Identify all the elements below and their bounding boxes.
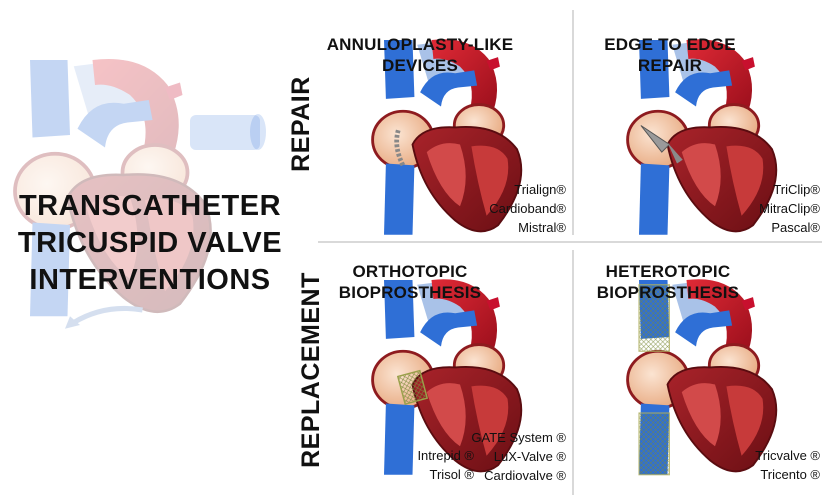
device-item: LuX-Valve ®	[493, 449, 566, 464]
device-list-edge: TriClip® MitraClip® Pascal®	[710, 180, 820, 237]
clip-device	[640, 125, 671, 153]
heart-heterotopic	[626, 277, 778, 477]
device-list-orthotopic: GATE System ® LuX-Valve ® Cardiovalve ®	[460, 428, 566, 485]
device-item: Tricento ®	[760, 467, 820, 482]
main-title-line-1: TRANSCATHETER	[18, 190, 282, 222]
heart-edge-to-edge	[626, 37, 778, 237]
section-label-replacement: REPLACEMENT	[297, 272, 325, 468]
device-item: TriClip®	[773, 182, 820, 197]
device-list-annuloplasty: Trialign® Cardioband® Mistral®	[460, 180, 566, 237]
device-item: Cardioband®	[489, 201, 566, 216]
heart-annuloplasty	[371, 37, 523, 237]
device-item: Cardiovalve ®	[484, 468, 566, 483]
panel-title-annuloplasty: ANNULOPLASTY-LIKE DEVICES	[320, 34, 520, 76]
main-title-line-2: TRICUSPID VALVE	[17, 227, 283, 259]
panel-title-edge-line-1: EDGE TO EDGE	[604, 35, 736, 54]
panel-title-heterotopic: HETEROTOPIC BIOPROSTHESIS	[593, 261, 743, 303]
heterotopic-valve-lower	[638, 412, 670, 476]
panel-title-annuloplasty-line-2: DEVICES	[381, 56, 459, 75]
panel-title-edge-line-2: REPAIR	[637, 56, 703, 75]
orthotopic-valve	[396, 369, 429, 405]
heart-orthotopic	[371, 277, 523, 477]
background-heart	[13, 57, 213, 329]
background-vessel	[190, 115, 260, 150]
device-item: Trialign®	[514, 182, 566, 197]
device-item: Trisol ®	[429, 467, 474, 482]
panel-title-annuloplasty-line-1: ANNULOPLASTY-LIKE	[326, 35, 514, 54]
device-list-heterotopic: Tricvalve ® Tricento ®	[710, 446, 820, 484]
section-label-repair: REPAIR	[287, 76, 315, 172]
panel-title-orthotopic-line-1: ORTHOTOPIC	[352, 262, 468, 281]
device-item: Mistral®	[518, 220, 566, 235]
panel-title-orthotopic: ORTHOTOPIC BIOPROSTHESIS	[335, 261, 485, 303]
panel-title-heterotopic-line-2: BIOPROSTHESIS	[596, 283, 740, 302]
background-vessel-end	[250, 114, 266, 150]
device-list-orthotopic-left: Intrepid ® Trisol ®	[386, 446, 474, 484]
device-item: Tricvalve ®	[755, 448, 820, 463]
panel-title-edge: EDGE TO EDGE REPAIR	[580, 34, 760, 76]
panel-title-orthotopic-line-2: BIOPROSTHESIS	[338, 283, 482, 302]
heterotopic-valve-upper	[638, 284, 670, 352]
panel-title-heterotopic-line-1: HETEROTOPIC	[605, 262, 731, 281]
device-item: Intrepid ®	[417, 448, 474, 463]
device-item: Pascal®	[771, 220, 820, 235]
device-item: GATE System ®	[471, 430, 566, 445]
main-title: TRANSCATHETER TRICUSPID VALVE INTERVENTI…	[0, 188, 300, 299]
main-title-line-3: INTERVENTIONS	[29, 264, 271, 296]
annuloplasty-ring	[394, 129, 406, 167]
device-item: MitraClip®	[759, 201, 820, 216]
